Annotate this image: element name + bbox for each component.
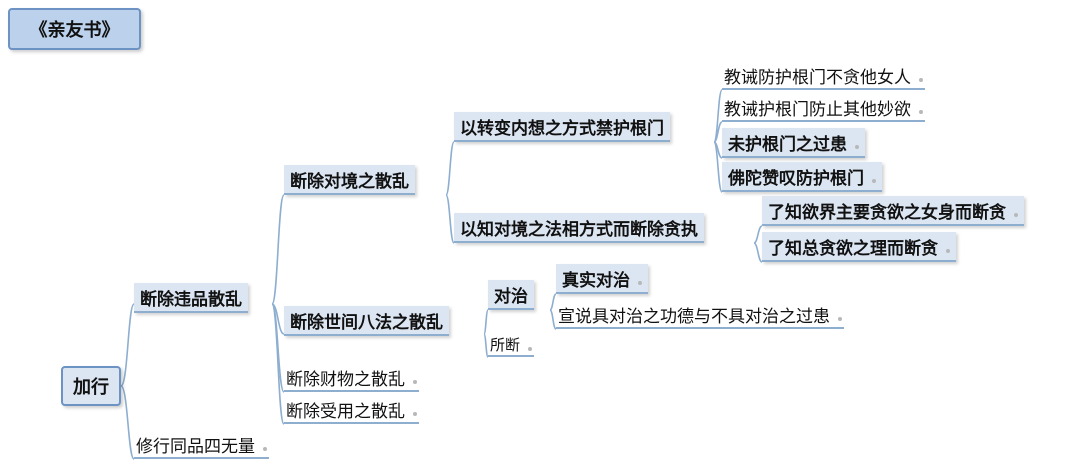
- node-label: 了知总贪欲之理而断贪: [768, 238, 938, 259]
- node-zong-tanyu[interactable]: 了知总贪欲之理而断贪: [762, 232, 956, 262]
- title-node[interactable]: 《亲友书》: [8, 8, 141, 50]
- collapse-dot-icon: [919, 78, 923, 82]
- node-label: 佛陀赞叹防护根门: [728, 168, 864, 189]
- node-label: 以转变内想之方式禁护根门: [460, 118, 664, 139]
- node-label: 断除世间八法之散乱: [290, 312, 443, 333]
- node-caiwu-sanluan[interactable]: 断除财物之散乱: [284, 364, 419, 392]
- node-fotuo-zantan[interactable]: 佛陀赞叹防护根门: [722, 162, 882, 192]
- node-shouyong-sanluan[interactable]: 断除受用之散乱: [284, 396, 419, 424]
- collapse-dot-icon: [855, 145, 859, 149]
- node-jiaojie-fangzhi-miaoyu[interactable]: 教诫护根门防止其他妙欲: [722, 94, 925, 122]
- node-label: 未护根门之过患: [728, 134, 847, 155]
- node-zhi-duijing-faxiang[interactable]: 以知对境之法相方式而断除贪执: [454, 213, 704, 243]
- node-label: 对治: [494, 286, 528, 307]
- node-duizhi[interactable]: 对治: [488, 280, 534, 310]
- node-label: 了知欲界主要贪欲之女身而断贪: [768, 202, 1006, 223]
- collapse-dot-icon: [1014, 213, 1018, 217]
- node-label: 断除受用之散乱: [286, 401, 405, 422]
- collapse-dot-icon: [413, 412, 417, 416]
- node-duanchu-weipin[interactable]: 断除违品散乱: [134, 283, 248, 313]
- node-duijing-sanluan[interactable]: 断除对境之散乱: [284, 165, 415, 195]
- collapse-dot-icon: [413, 380, 417, 384]
- node-label: 所断: [490, 335, 521, 354]
- main-topic-text: 加行: [73, 377, 109, 398]
- collapse-dot-icon: [528, 347, 533, 351]
- collapse-dot-icon: [838, 317, 842, 321]
- collapse-dot-icon: [919, 110, 923, 114]
- node-label: 教诫防护根门不贪他女人: [724, 67, 911, 88]
- main-topic-node[interactable]: 加行: [61, 366, 121, 406]
- node-xiuxing-tongpin[interactable]: 修行同品四无量: [134, 431, 269, 459]
- node-zhuanbian-neixiang[interactable]: 以转变内想之方式禁护根门: [454, 112, 670, 142]
- node-label: 断除对境之散乱: [290, 171, 409, 192]
- node-label: 断除违品散乱: [140, 289, 242, 310]
- node-xuanshuo-gongde[interactable]: 宣说具对治之功德与不具对治之过患: [556, 301, 844, 329]
- node-suoduan[interactable]: 所断: [488, 333, 535, 357]
- node-label: 以知对境之法相方式而断除贪执: [460, 219, 698, 240]
- node-zhenshi-duizhi[interactable]: 真实对治: [556, 264, 648, 294]
- node-label: 修行同品四无量: [136, 436, 255, 457]
- node-label: 宣说具对治之功德与不具对治之过患: [558, 306, 830, 327]
- collapse-dot-icon: [946, 249, 950, 253]
- node-yujie-nvshen[interactable]: 了知欲界主要贪欲之女身而断贪: [762, 196, 1024, 226]
- collapse-dot-icon: [638, 281, 642, 285]
- node-label: 断除财物之散乱: [286, 369, 405, 390]
- node-label: 真实对治: [562, 270, 630, 291]
- title-text: 《亲友书》: [29, 20, 120, 41]
- node-shijian-bafa[interactable]: 断除世间八法之散乱: [284, 306, 449, 336]
- node-jiaojie-bu-tan[interactable]: 教诫防护根门不贪他女人: [722, 62, 925, 90]
- node-wei-hu-genmen[interactable]: 未护根门之过患: [722, 128, 865, 158]
- collapse-dot-icon: [872, 179, 876, 183]
- collapse-dot-icon: [263, 447, 267, 451]
- node-label: 教诫护根门防止其他妙欲: [724, 99, 911, 120]
